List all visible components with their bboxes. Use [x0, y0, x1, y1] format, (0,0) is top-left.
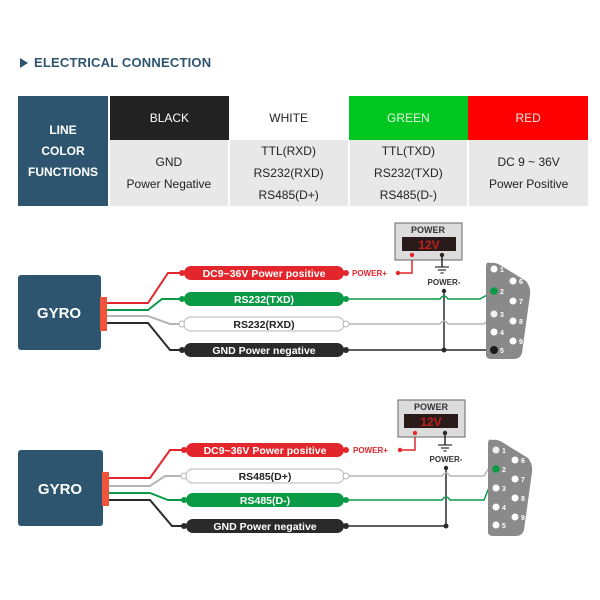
- pin-label: 1: [500, 267, 504, 274]
- wire-green-to-pin2: [349, 290, 495, 300]
- function-text: DC 9 ~ 36V: [497, 155, 560, 169]
- header-line-3: FUNCTIONS: [28, 164, 98, 179]
- gyro-connector: [102, 472, 109, 506]
- function-cell-white: TTL(RXD) RS232(RXD) RS485(D+): [228, 140, 350, 206]
- pill-rs232-rxd: RS232(RXD): [178, 316, 350, 332]
- gyro-block: [18, 450, 103, 526]
- pin-label: 4: [500, 330, 504, 337]
- function-text: RS232(RXD): [253, 166, 324, 180]
- color-cell-red: RED: [468, 96, 588, 140]
- wire-white: [109, 475, 182, 487]
- function-text: Power Positive: [488, 177, 569, 191]
- pin-label: 2: [500, 289, 504, 296]
- pin-label: 3: [502, 486, 506, 493]
- wire-black: [109, 499, 182, 527]
- ground-icon: [438, 444, 452, 452]
- wire-green: [109, 492, 182, 501]
- gyro-label: GYRO: [38, 481, 83, 498]
- pin-label: 9: [521, 515, 525, 522]
- gyro-label: GYRO: [37, 305, 82, 322]
- pin-label: 4: [502, 505, 506, 512]
- wire-white-to-pin3: [349, 313, 495, 325]
- function-text: RS485(D-): [379, 188, 438, 202]
- power-plus-wire: [398, 255, 413, 274]
- pill-label: RS485(D+): [239, 471, 292, 483]
- pill-label: RS485(D-): [240, 495, 290, 507]
- pill-rs485-d-plus: RS485(D+): [180, 468, 350, 484]
- pin-label: 2: [502, 467, 506, 474]
- power-title: POWER: [411, 225, 446, 235]
- power-supply: POWER 12V: [397, 399, 466, 438]
- pill-rs232-txd: RS232(TXD): [179, 292, 349, 306]
- pill-label: RS232(TXD): [234, 294, 294, 306]
- header-line-2: COLOR: [41, 143, 85, 158]
- color-cell-green: GREEN: [348, 96, 469, 140]
- pill-label: DC9~36V Power positive: [203, 268, 326, 280]
- header-line-1: LINE: [49, 122, 77, 137]
- pill-gnd: GND Power negative: [181, 519, 349, 533]
- wire-green-to-pin2: [349, 469, 497, 501]
- table-header-cell: LINE COLOR FUNCTIONS: [18, 96, 110, 206]
- gyro-block: [18, 275, 101, 350]
- function-cell-green: TTL(TXD) RS232(TXD) RS485(D-): [348, 140, 470, 206]
- pin-label: 5: [500, 348, 504, 355]
- function-text: GND: [155, 155, 183, 169]
- pill-label: RS232(RXD): [233, 319, 294, 331]
- function-text: TTL(RXD): [261, 144, 316, 158]
- function-text: RS232(TXD): [374, 166, 443, 180]
- line-color-table: LINE COLOR FUNCTIONS BLACK WHITE GREEN R…: [18, 96, 588, 206]
- pill-label: DC9~36V Power positive: [204, 445, 327, 457]
- power-supply: POWER 12V: [394, 222, 463, 261]
- pin-label: 3: [500, 312, 504, 319]
- pin-label: 5: [502, 523, 506, 530]
- db9-connector: 1 2 3 4 5 6 7 8 9: [488, 439, 533, 536]
- ground-icon: [435, 266, 449, 274]
- section-title-text: ELECTRICAL CONNECTION: [34, 55, 212, 70]
- power-plus-label: POWER+: [353, 446, 388, 455]
- wire-green: [107, 298, 180, 311]
- pin-label: 9: [519, 339, 523, 346]
- section-title: ELECTRICAL CONNECTION: [20, 55, 211, 70]
- pill-label: GND Power negative: [213, 521, 316, 533]
- function-text: Power Negative: [126, 177, 212, 191]
- pill-gnd: GND Power negative: [179, 343, 349, 357]
- triangle-right-icon: [20, 57, 28, 68]
- pill-power-positive: DC9~36V Power positive: [181, 443, 349, 457]
- pill-rs485-d-minus: RS485(D-): [181, 493, 349, 507]
- power-minus-label: POWER-: [430, 455, 463, 464]
- wire-white-to-pin1: [349, 455, 497, 477]
- wire-red: [107, 272, 180, 304]
- gyro-connector: [100, 297, 107, 331]
- pill-label: GND Power negative: [212, 345, 315, 357]
- wire-black: [107, 322, 180, 351]
- function-text: TTL(TXD): [381, 144, 436, 158]
- pin-label: 7: [521, 477, 525, 484]
- function-text: RS485(D+): [258, 188, 319, 202]
- pill-power-positive: DC9~36V Power positive: [179, 266, 349, 280]
- pin-label: 8: [521, 496, 525, 503]
- power-title: POWER: [414, 402, 449, 412]
- power-display: 12V: [420, 415, 441, 429]
- function-cell-black: GND Power Negative: [109, 140, 230, 206]
- pin-label: 8: [519, 319, 523, 326]
- function-cell-red: DC 9 ~ 36V Power Positive: [468, 140, 588, 206]
- power-display: 12V: [418, 238, 439, 252]
- db9-connector: 1 2 3 4 5 6 7 8 9: [486, 262, 531, 359]
- rs232-wiring-diagram: GYRO DC9~36V Power positive RS232(TXD) R…: [18, 222, 531, 359]
- pin-label: 1: [502, 448, 506, 455]
- rs485-wiring-diagram: GYRO DC9~36V Power positive RS485(D+) RS…: [18, 399, 533, 536]
- wire-red: [109, 449, 182, 479]
- pin-label: 6: [519, 279, 523, 286]
- power-plus-wire: [400, 433, 416, 451]
- color-cell-white: WHITE: [228, 96, 349, 140]
- color-cell-black: BLACK: [109, 96, 229, 140]
- wire-white: [107, 315, 180, 325]
- pin-label: 7: [519, 299, 523, 306]
- pin-label: 6: [521, 458, 525, 465]
- power-plus-label: POWER+: [352, 269, 387, 278]
- power-minus-label: POWER-: [428, 278, 461, 287]
